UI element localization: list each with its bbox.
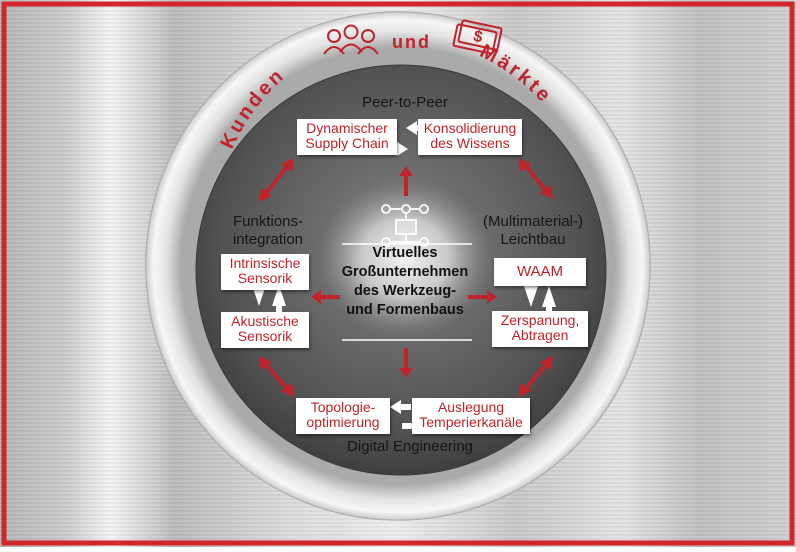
box-text-line: Akustische (231, 313, 299, 329)
box-intrinsische-sensorik: Intrinsische Sensorik (221, 254, 309, 290)
ring-text-und: und (392, 32, 431, 52)
label-leichtbau: (Multimaterial-) Leichtbau (478, 213, 588, 249)
box-akustische-sensorik: Akustische Sensorik (221, 312, 309, 348)
box-auslegung-temperierkanaele: Auslegung Temperierkanäle (412, 398, 530, 434)
label-leichtbau-line2: Leichtbau (500, 231, 566, 248)
label-funktionsintegration-line2: integration (232, 231, 304, 248)
swap-arrow-bottom-left (390, 400, 411, 414)
box-text-line: Sensorik (237, 328, 293, 344)
center-title-line: des Werkzeug- (353, 283, 457, 299)
label-leichtbau-line1: (Multimaterial-) (482, 213, 583, 230)
box-text-line: Temperierkanäle (419, 414, 523, 430)
swap-arrow-right-up (542, 286, 556, 316)
center-hub (317, 180, 493, 336)
network-nodes-icon (381, 204, 429, 247)
swap-arrow-right-down (524, 277, 538, 307)
people-group-icon (323, 24, 379, 55)
box-waam: WAAM (494, 258, 586, 286)
box-zerspanung-abtragen: Zerspanung, Abtragen (492, 311, 588, 347)
box-text-line: WAAM (516, 263, 564, 280)
arrow-bottom-left (262, 360, 291, 393)
arrow-top-right (522, 162, 550, 195)
label-funktionsintegration: Funktions- integration (222, 213, 314, 249)
box-text-line: Abtragen (511, 327, 569, 343)
label-peer-to-peer: Peer-to-Peer (362, 94, 448, 111)
box-text-line: Intrinsische (229, 255, 301, 271)
label-digital-engineering: Digital Engineering (347, 438, 473, 455)
box-topologieoptimierung: Topologie- optimierung (296, 398, 390, 434)
box-text-line: Dynamischer (306, 120, 388, 136)
swap-arrow-top-left (406, 121, 427, 135)
box-text-line: optimierung (306, 414, 380, 430)
svg-text:$: $ (472, 28, 484, 46)
box-text-line: Zerspanung, (500, 312, 580, 328)
box-text-line: Konsolidierung (423, 120, 517, 136)
box-text-line: Auslegung (437, 399, 505, 415)
red-arrows (259, 158, 553, 397)
box-text-line: des Wissens (430, 135, 510, 151)
arrow-bottom-right (522, 360, 550, 393)
box-text-line: Topologie- (310, 399, 376, 415)
center-title-line: Virtuelles (372, 245, 438, 261)
swap-arrow-top-right (387, 142, 408, 156)
money-bill-icon: $ (452, 19, 503, 55)
center-title-line: und Formenbaus (346, 302, 464, 318)
box-konsolidierung-des-wissens: Konsolidierung des Wissens (418, 119, 522, 155)
box-text-line: Supply Chain (305, 135, 389, 151)
swap-arrow-left-up (272, 285, 286, 315)
box-text-line: Sensorik (237, 270, 293, 286)
center-title-line: Großunternehmen (341, 264, 469, 280)
swap-arrow-left-down (252, 276, 266, 306)
arrow-top-left (262, 162, 291, 198)
box-dynamischer-supply-chain: Dynamischer Supply Chain (297, 119, 397, 155)
center-title: Virtuelles Großunternehmen des Werkzeug-… (315, 244, 495, 320)
label-funktionsintegration-line1: Funktions- (232, 213, 304, 230)
